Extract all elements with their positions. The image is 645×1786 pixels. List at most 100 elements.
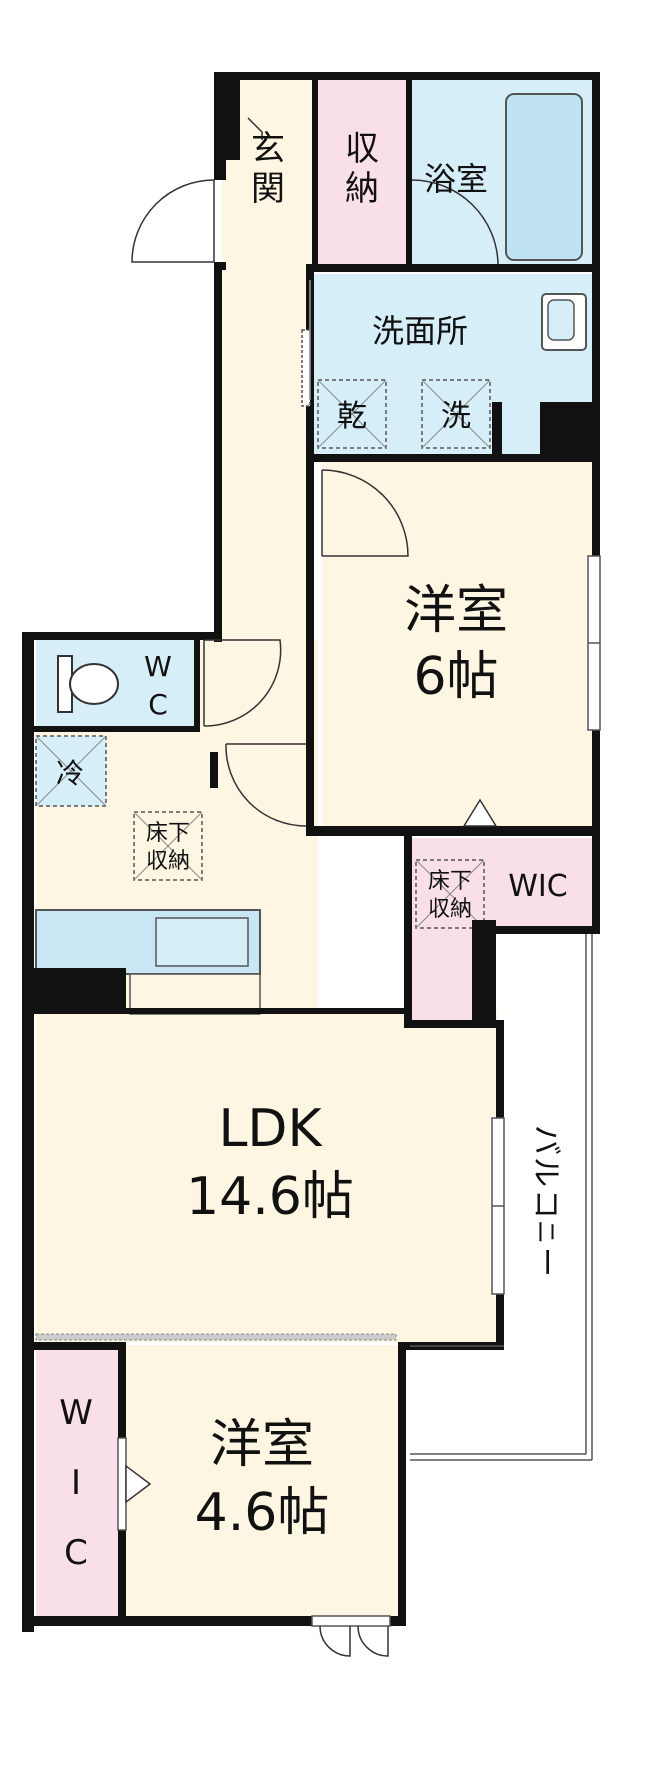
shuno-label-1: 収 [345,129,379,169]
genkan-label-2: 関 [251,169,285,209]
entrance-door-swing [131,179,215,263]
wall-ldk-top [30,1008,410,1014]
wall-wic1-right [592,834,600,934]
dryer-x2 [317,379,387,449]
dryer-label: 乾 [337,399,367,434]
wic2-floor [36,1345,120,1617]
genkan-label-1: 玄 [251,129,285,169]
toilet-bowl [69,663,119,705]
walls [22,72,600,1632]
floor-storage1-box [133,811,203,881]
bath-label: 浴室 [424,160,488,198]
wall-yoshitsu1-bottom [306,826,600,836]
windows [117,329,601,1627]
balcony [410,934,593,1461]
floor-storage1-label-1: 床下 [146,821,190,846]
wall-wash-bottom [306,454,600,462]
wall-wic1-bottom [490,926,600,934]
wic2-label-2: I [71,1463,81,1503]
wall-yoshitsu2-right [398,1342,406,1624]
wic2-opening-triangle [125,1464,152,1504]
yoshitsu1-name: 洋室 [404,581,508,641]
kitchen-door-swing [225,743,307,827]
wall-wic2-right-lower [118,1530,126,1624]
yoshitsu1-door-swing [321,469,409,557]
wic2-label-3: C [64,1533,88,1573]
washer-box [421,379,491,449]
balcony-label-2: ル [528,1157,563,1187]
bottom-door-2 [357,1625,389,1657]
wic1-opening-triangle [462,798,498,827]
wic1-floor [412,838,592,928]
wall-bath-bottom [312,264,600,272]
ldk-size: 14.6帖 [186,1167,354,1227]
wall-kitchen-block [30,968,126,1014]
bathtub [505,93,583,261]
wall-wc-top [22,632,222,640]
wc-label-1: W [144,650,172,683]
wall-wic2-right [118,1342,126,1438]
floor-storage2-label-1: 床下 [428,869,472,894]
window-bottom [311,1615,391,1627]
bottom-door-1 [319,1625,351,1657]
floor-storage1-label-2: 収納 [146,849,190,874]
doors [131,117,499,1657]
wall-wash-small [492,402,502,460]
washer-x2 [421,379,491,449]
yoshitsu1-floor [322,462,592,828]
balcony-label-3: コ [528,1189,563,1219]
wall-wash-block [540,402,600,462]
balcony-label-5: ー [528,1247,563,1277]
wall-shuno-right [406,72,412,272]
fixtures [35,93,587,1015]
floor-storage2-x2 [415,859,485,929]
wall-left-outer [22,632,34,1632]
labels: 玄 関 収 納 浴室 洗面所 乾 洗 洋室 6帖 W C 冷 床下 収納 床下 … [56,129,568,1573]
dryer-box [317,379,387,449]
hall-floor [198,640,318,730]
wall-bottom [22,1616,406,1626]
balcony-label-1: バ [528,1125,563,1155]
wic1-floor-lower [412,928,472,1020]
kitchen-sink [155,917,249,967]
shuno-label-2: 納 [345,169,379,209]
shuno-floor [318,75,408,270]
floor-storage2-label-2: 収納 [428,897,472,922]
washer-label: 洗 [441,399,471,434]
washroom-label: 洗面所 [372,312,468,350]
wall-shuno-left [312,72,318,272]
yoshitsu2-size: 4.6帖 [195,1483,330,1543]
floor-storage2-box [415,859,485,929]
yoshitsu2-name: 洋室 [210,1415,314,1475]
ldk-floor [36,1010,498,1342]
yoshitsu2-floor [126,1345,398,1617]
bath-door-swing [411,179,499,265]
wall-wc-bottom [30,726,200,732]
wall-corridor-left [214,262,222,642]
wall-block-genkan [222,80,240,160]
yoshitsu1-size: 6帖 [413,647,498,707]
ldk-name: LDK [218,1099,323,1159]
wall-ldk-bottom-left [30,1342,124,1350]
wall-yoshitsu1-left [306,454,314,830]
wall-wic1-floor [404,1020,500,1028]
kitchen-cabinet [129,973,261,1015]
balcony-label-4: ニ [532,1220,560,1244]
wic1-label: WIC [508,869,567,904]
wall-kitchen-post [210,752,218,788]
genkan-step [247,117,263,140]
wall-wic1-block [472,920,496,1028]
window-wic2 [117,1437,127,1531]
wic2-label-1: W [59,1393,93,1433]
window-washroom [301,329,311,407]
washbasin-bowl [547,299,575,341]
fridge-x2 [35,735,107,807]
wall-wic1-left [404,832,412,1028]
wc-label-2: C [148,688,168,721]
wc-door-swing [203,639,282,727]
floor-storage1-x2 [133,811,203,881]
ldk-sliding-strip [35,1333,397,1341]
wall-wc-right [194,632,200,732]
fridge-label: 冷 [56,757,84,790]
